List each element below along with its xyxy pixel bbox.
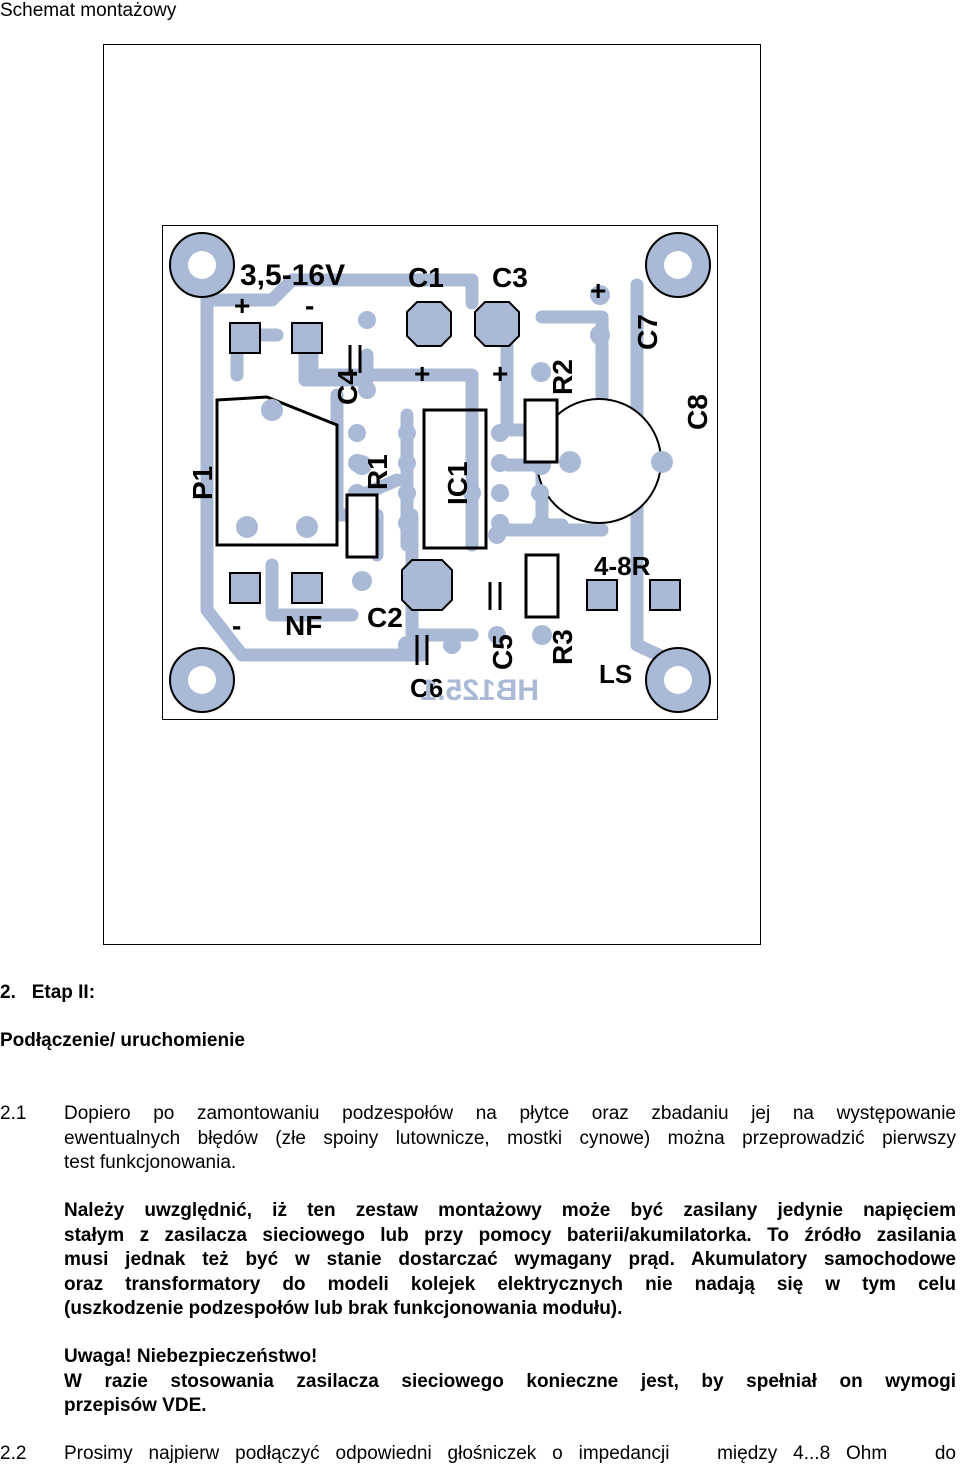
svg-text:+: + bbox=[414, 358, 430, 389]
figure-frame bbox=[103, 44, 761, 945]
svg-text:C2: C2 bbox=[367, 602, 403, 633]
svg-text:+: + bbox=[492, 358, 508, 389]
paragraph-number-2-1: 2.1 bbox=[0, 1103, 27, 1124]
pcb-layout-diagram: 3,5-16V C1 C3 + - + + + NF - 4-8R LS C2 … bbox=[162, 225, 718, 720]
svg-text:R2: R2 bbox=[547, 359, 578, 395]
svg-text:C1: C1 bbox=[408, 262, 444, 293]
paragraph-2-2: Prosimy najpierw podłączyć odpowiedni gł… bbox=[64, 1442, 956, 1467]
page-title: Schemat montażowy bbox=[0, 0, 177, 21]
svg-text:C5: C5 bbox=[487, 634, 518, 670]
warning-block: Uwaga! Niebezpieczeństwo! W razie stosow… bbox=[64, 1345, 956, 1419]
svg-text:IC1: IC1 bbox=[442, 461, 473, 505]
svg-text:C3: C3 bbox=[492, 262, 528, 293]
paragraph-line: stałym z zasilacza sieciowego lub przy p… bbox=[64, 1224, 956, 1246]
warning-line: W razie stosowania zasilacza sieciowego … bbox=[64, 1370, 956, 1392]
svg-text:R3: R3 bbox=[547, 629, 578, 665]
paragraph-line: musi jednak też być w stanie dostarczać … bbox=[64, 1249, 956, 1270]
paragraph-line: Prosimy najpierw podłączyć odpowiedni gł… bbox=[64, 1443, 956, 1464]
svg-text:4-8R: 4-8R bbox=[594, 551, 651, 581]
warning-heading: Uwaga! Niebezpieczeństwo! bbox=[64, 1346, 318, 1367]
section-subheading: Podłączenie/ uruchomienie bbox=[0, 1030, 245, 1051]
svg-text:NF: NF bbox=[285, 610, 322, 641]
svg-text:P1: P1 bbox=[187, 466, 218, 500]
svg-text:LS: LS bbox=[599, 659, 632, 689]
svg-text:C4: C4 bbox=[332, 369, 363, 405]
paragraph-power-supply: Należy uwzględnić, iż ten zestaw montażo… bbox=[64, 1199, 956, 1322]
svg-text:R1: R1 bbox=[362, 454, 393, 490]
section-number: 2. bbox=[0, 982, 16, 1003]
svg-text:-: - bbox=[305, 290, 314, 321]
paragraph-line: test funkcjonowania. bbox=[64, 1152, 237, 1173]
paragraph-line: ewentualnych błędów (złe spoiny lutownic… bbox=[64, 1127, 956, 1149]
svg-text:HB125.1: HB125.1 bbox=[421, 674, 539, 707]
paragraph-line: (uszkodzenie podzespołów lub brak funkcj… bbox=[64, 1298, 623, 1319]
section-heading: 2. Etap II: bbox=[0, 982, 95, 1004]
warning-line: przepisów VDE. bbox=[64, 1395, 207, 1416]
svg-text:C6: C6 bbox=[410, 673, 443, 703]
paragraph-number-2-2: 2.2 bbox=[0, 1443, 27, 1464]
svg-text:-: - bbox=[232, 610, 241, 641]
section-title: Etap II: bbox=[31, 982, 96, 1003]
paragraph-2-1: Dopiero po zamontowaniu podzespołów na p… bbox=[64, 1102, 956, 1176]
paragraph-line: Należy uwzględnić, iż ten zestaw montażo… bbox=[64, 1200, 956, 1221]
paragraph-line: oraz transformatory do modeli kolejek el… bbox=[64, 1273, 956, 1295]
paragraph-line: Dopiero po zamontowaniu podzespołów na p… bbox=[64, 1103, 956, 1124]
svg-text:3,5-16V: 3,5-16V bbox=[240, 259, 345, 292]
svg-text:C8: C8 bbox=[682, 394, 713, 430]
svg-text:+: + bbox=[590, 275, 606, 306]
svg-text:C7: C7 bbox=[632, 314, 663, 350]
svg-text:+: + bbox=[234, 290, 250, 321]
